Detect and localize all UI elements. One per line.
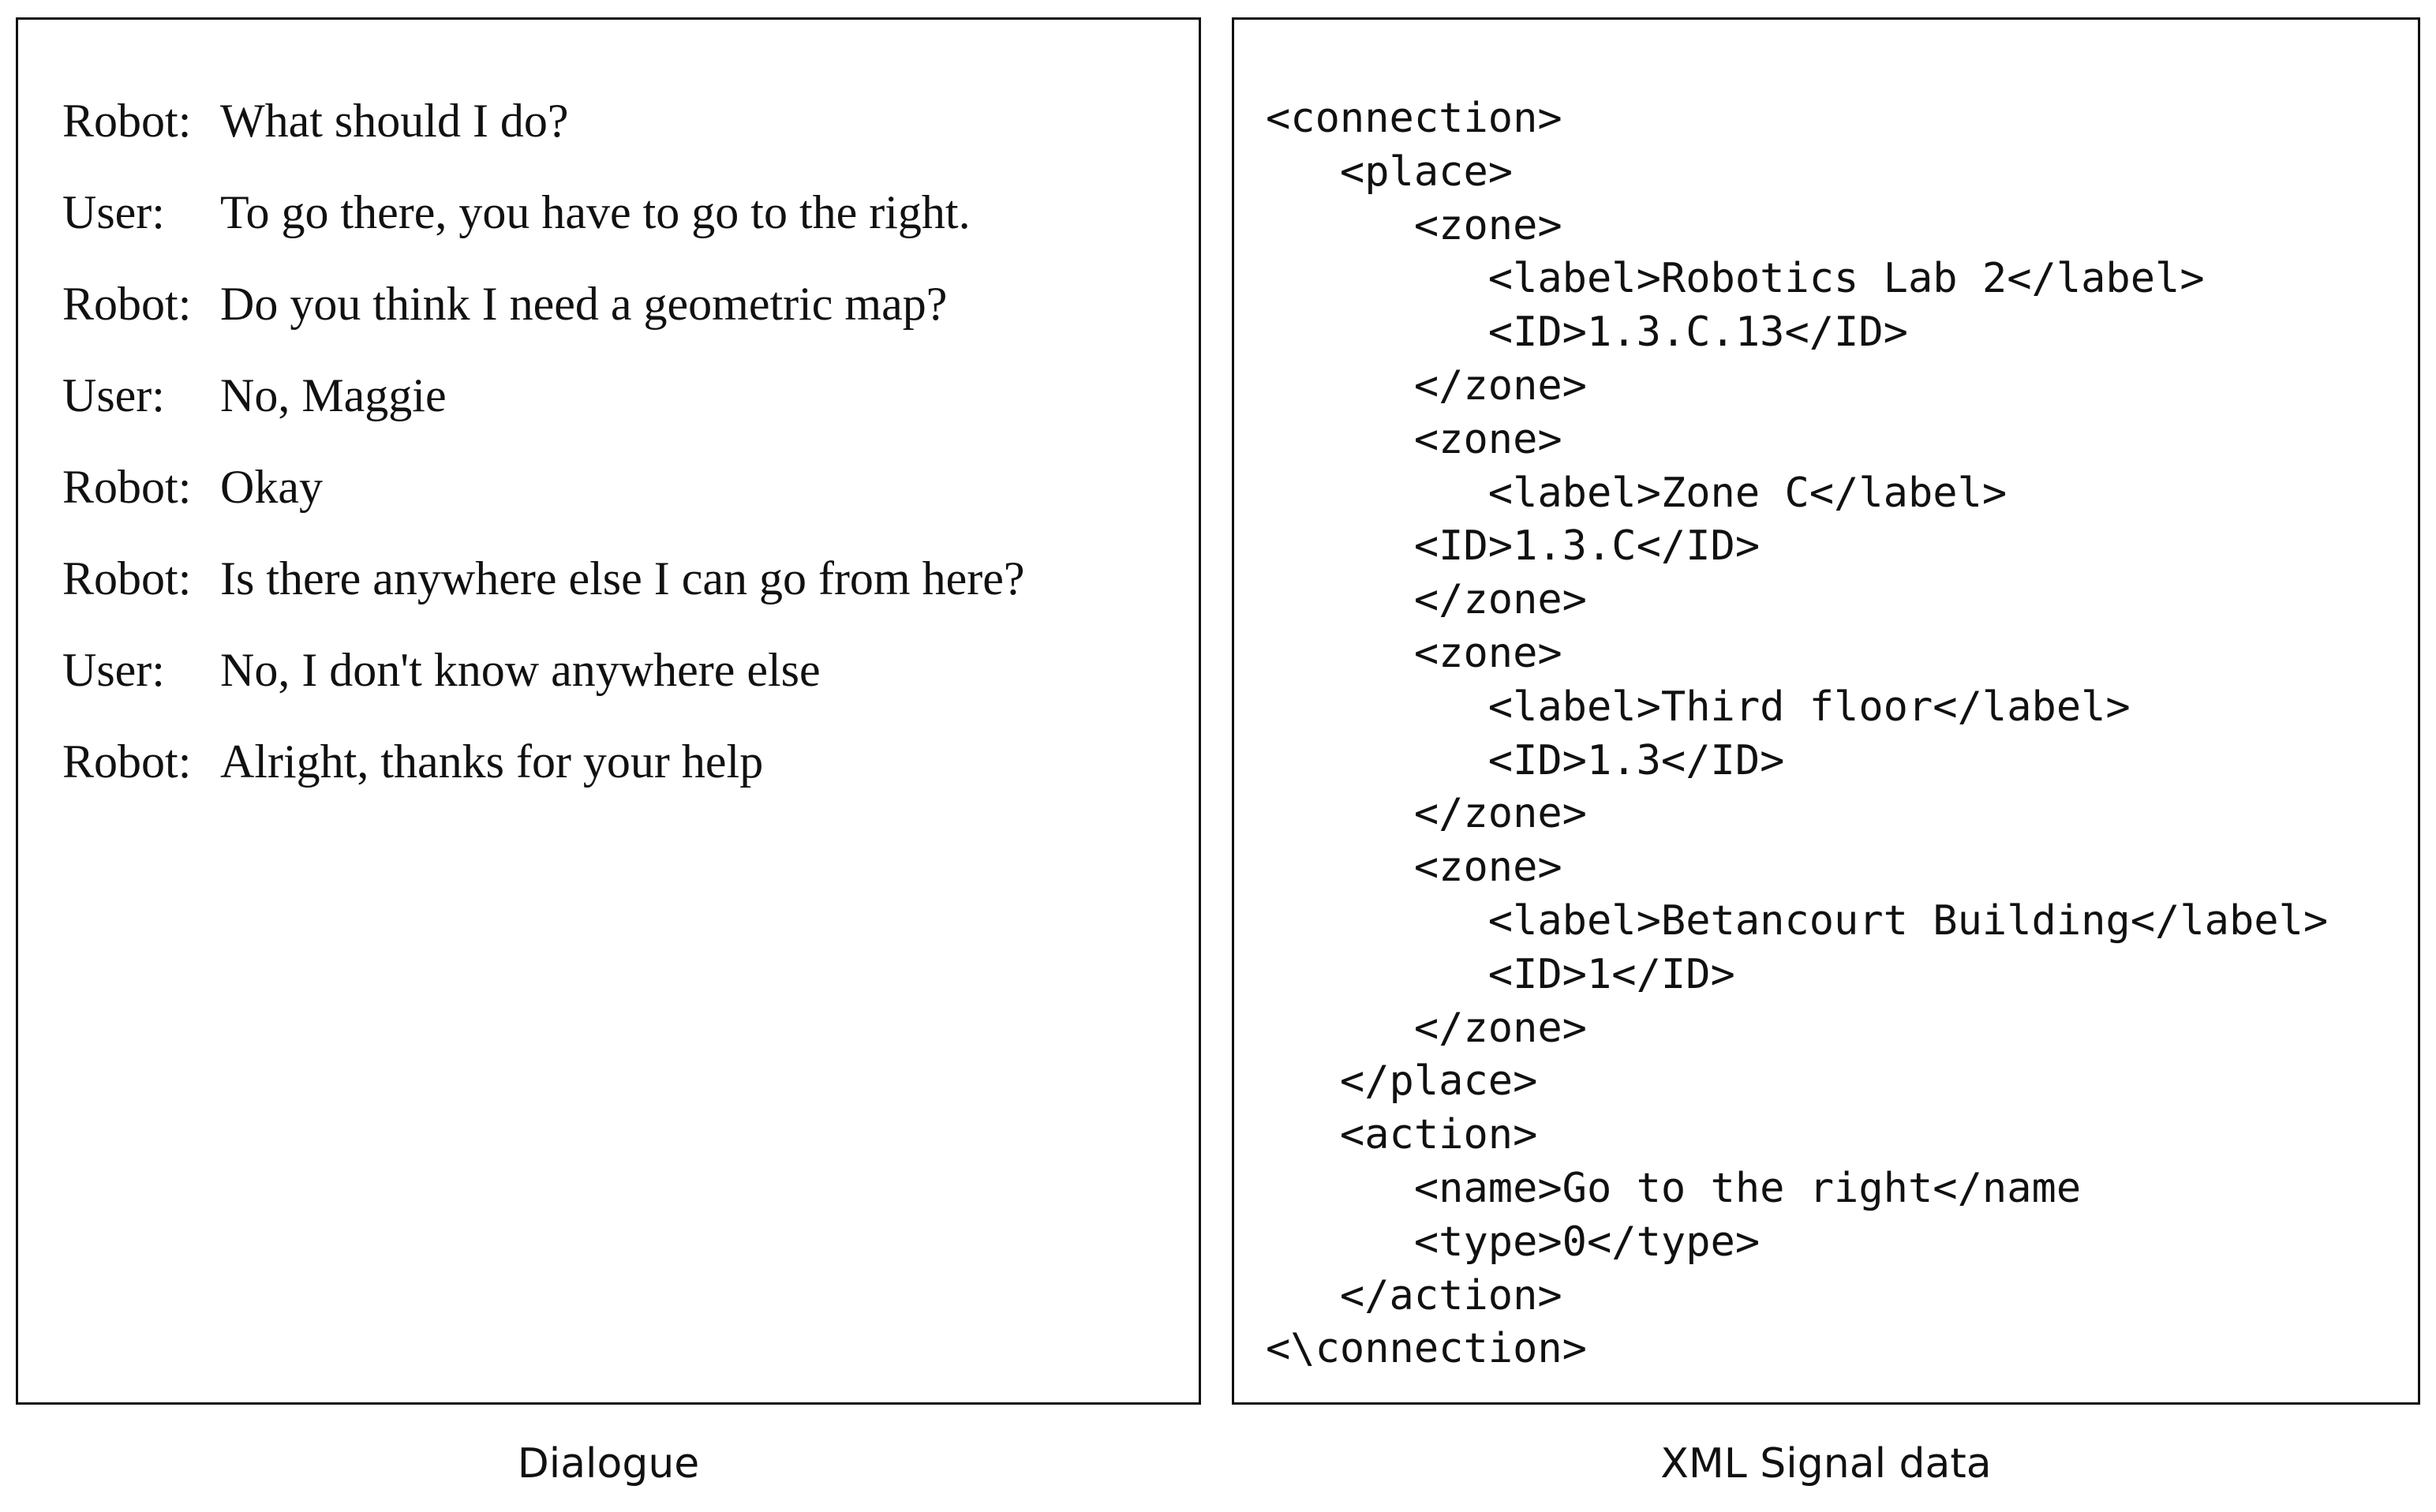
xml-line: <ID>1.3</ID>: [1266, 736, 1785, 784]
dialogue-caption: Dialogue: [517, 1440, 700, 1488]
xml-line: <type>0</type>: [1266, 1218, 1761, 1266]
xml-line: <zone>: [1266, 629, 1562, 677]
xml-line: <name>Go to the right</name: [1266, 1164, 2082, 1212]
xml-line: <label>Third floor</label>: [1266, 683, 2131, 731]
xml-line: <label>Betancourt Building</label>: [1266, 896, 2329, 945]
xml-line: <zone>: [1266, 415, 1562, 463]
dialogue-panel: Robot: What should I do? User: To go the…: [16, 17, 1201, 1405]
xml-line: <place>: [1266, 148, 1514, 196]
dialogue-speaker: Robot:: [62, 552, 192, 604]
xml-line: </zone>: [1266, 361, 1587, 410]
xml-line: </zone>: [1266, 576, 1587, 624]
xml-signal-caption: XML Signal data: [1660, 1440, 1992, 1488]
xml-line: <label>Zone C</label>: [1266, 469, 2008, 517]
dialogue-speaker: User:: [62, 369, 165, 421]
dialogue-list: Robot: What should I do? User: To go the…: [62, 75, 1183, 807]
dialogue-utterance: Alright, thanks for your help: [220, 735, 764, 788]
dialogue-line: User: No, Maggie: [62, 350, 1183, 441]
dialogue-line: User: To go there, you have to go to the…: [62, 167, 1183, 258]
xml-signal-panel: <connection> <place> <zone> <label>Robot…: [1232, 17, 2420, 1405]
xml-code-block: <connection> <place> <zone> <label>Robot…: [1266, 92, 2328, 1376]
dialogue-utterance: To go there, you have to go to the right…: [220, 186, 971, 238]
dialogue-utterance: No, I don't know anywhere else: [220, 644, 821, 696]
xml-line: <zone>: [1266, 201, 1562, 249]
dialogue-speaker: Robot:: [62, 278, 192, 330]
dialogue-line: Robot: What should I do?: [62, 75, 1183, 167]
xml-line: </action>: [1266, 1271, 1562, 1319]
dialogue-speaker: User:: [62, 644, 165, 696]
dialogue-utterance: Okay: [220, 461, 323, 513]
xml-line: <ID>1.3.C</ID>: [1266, 522, 1761, 571]
xml-line: <ID>1.3.C.13</ID>: [1266, 309, 1908, 357]
xml-line: <label>Robotics Lab 2</label>: [1266, 255, 2205, 303]
dialogue-line: Robot: Okay: [62, 441, 1183, 533]
dialogue-line: Robot: Do you think I need a geometric m…: [62, 258, 1183, 350]
dialogue-utterance: Do you think I need a geometric map?: [220, 278, 948, 330]
dialogue-utterance: What should I do?: [220, 95, 569, 147]
xml-line: <\connection>: [1266, 1325, 1587, 1373]
dialogue-speaker: Robot:: [62, 735, 192, 788]
dialogue-speaker: Robot:: [62, 461, 192, 513]
dialogue-line: Robot: Is there anywhere else I can go f…: [62, 533, 1183, 624]
xml-line: </zone>: [1266, 790, 1587, 838]
xml-line: <connection>: [1266, 95, 1562, 142]
dialogue-utterance: Is there anywhere else I can go from her…: [220, 552, 1025, 604]
xml-line: <action>: [1266, 1111, 1538, 1159]
xml-line: </place>: [1266, 1057, 1538, 1106]
dialogue-utterance: No, Maggie: [220, 369, 447, 421]
xml-line: </zone>: [1266, 1004, 1587, 1052]
dialogue-line: Robot: Alright, thanks for your help: [62, 716, 1183, 807]
xml-line: <zone>: [1266, 844, 1562, 892]
xml-line: <ID>1</ID>: [1266, 950, 1735, 998]
dialogue-line: User: No, I don't know anywhere else: [62, 624, 1183, 716]
dialogue-speaker: Robot:: [62, 95, 192, 147]
dialogue-speaker: User:: [62, 186, 165, 238]
